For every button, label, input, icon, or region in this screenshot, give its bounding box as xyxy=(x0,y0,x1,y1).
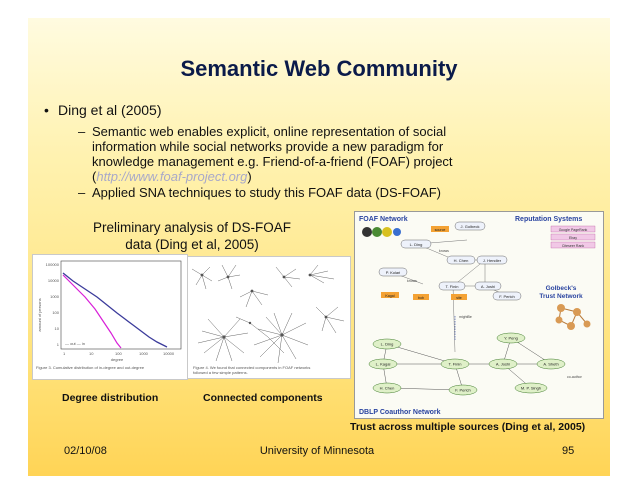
x-tick-label: 100 xyxy=(115,351,122,356)
foaf-node-label: H. Chen xyxy=(454,258,469,263)
bullet-ding: • Ding et al (2005) xyxy=(44,102,162,118)
in-degree-curve xyxy=(62,272,168,348)
figure-4-caption-line-1: Figure 4. We found that connected compon… xyxy=(193,365,310,370)
golbeck-label-line-2: Trust Network xyxy=(539,293,583,300)
rep-box xyxy=(550,241,596,249)
y-tick-label: 100 xyxy=(52,310,59,315)
sub-bullet-line-1: Semantic web enables explicit, online re… xyxy=(92,124,447,139)
dash-symbol: – xyxy=(78,124,86,139)
dblp-node-label: A. Sheth xyxy=(543,362,558,367)
slide-title: Semantic Web Community xyxy=(180,56,458,81)
footer-page-number: 95 xyxy=(562,445,575,457)
x-tick-label: 1 xyxy=(63,351,66,356)
rep-item: Google PageRank xyxy=(559,228,588,232)
prelim-line-2: data (Ding et al, 2005) xyxy=(125,237,259,252)
y-axis-label: amount of persons xyxy=(37,298,42,331)
edge-label: knows xyxy=(439,249,449,253)
foaf-node-label: A. Joshi xyxy=(481,284,495,289)
y-tick-label: 10000 xyxy=(48,278,60,283)
degree-distribution-plot: 100000 10000 1000 100 10 1 1 10 100 1000… xyxy=(36,260,182,370)
out-degree-curve xyxy=(62,274,122,349)
tag-label: site xyxy=(456,296,462,300)
sub-bullet-sna: – Applied SNA techniques to study this F… xyxy=(78,185,512,200)
foaf-node-label: J. Hendler xyxy=(483,258,502,263)
x-tick-label: 1000 xyxy=(139,351,149,356)
x-axis-label: degree xyxy=(111,357,124,362)
foaf-logo-circles xyxy=(362,227,401,237)
sub-bullet-sna-text: Applied SNA techniques to study this FOA… xyxy=(92,185,441,200)
golbeck-molecule xyxy=(555,304,591,330)
foaf-node-label: L. Ding xyxy=(410,242,423,247)
dblp-node-label: T. Finin xyxy=(449,362,462,367)
plot-frame xyxy=(60,260,182,350)
edge-label: mightBe xyxy=(459,315,472,319)
figure-3-caption: Figure 3. Cumulative distribution of in-… xyxy=(36,365,145,370)
bullet-text: Ding et al (2005) xyxy=(58,102,162,118)
foaf-network-label: FOAF Network xyxy=(359,216,408,223)
dblp-network-label: DBLP Coauthor Network xyxy=(359,409,441,416)
rep-box xyxy=(550,225,596,233)
dblp-edges xyxy=(382,337,552,391)
connected-components-figure: Figure 4. We found that connected compon… xyxy=(187,256,351,379)
sub-bullet-semantic-web: – Semantic web enables explicit, online … xyxy=(78,124,512,184)
footer-organization: University of Minnesota xyxy=(259,445,375,457)
y-tick-label: 10 xyxy=(55,326,60,331)
prelim-line-1: Preliminary analysis of DS-FOAF xyxy=(92,220,292,235)
figure-4-caption-line-2: followed a few simple patterns. xyxy=(193,370,248,375)
foaf-node-label: J. Golbeck xyxy=(461,224,480,229)
dblp-node-label: M. P. Singh xyxy=(521,386,541,391)
x-tick-label: 10000 xyxy=(163,351,175,356)
paren-close: ) xyxy=(247,169,252,184)
foaf-node-label: F. Perich xyxy=(499,294,515,299)
coauthor-label: co-author xyxy=(567,375,583,379)
paren-open: ( xyxy=(92,169,97,184)
trust-network-figure: FOAF Network Reputation Systems Google P… xyxy=(354,211,604,419)
dblp-node-label: Y. Peng xyxy=(504,336,518,341)
dblp-nodes xyxy=(368,332,566,396)
foaf-node-label: P. Kolari xyxy=(386,270,401,275)
sub-bullet-line-2: information while social networks provid… xyxy=(92,139,444,154)
edge-label: knows xyxy=(407,279,417,283)
foaf-link[interactable]: http://www.foaf-project.org xyxy=(96,169,248,184)
dblp-node-label: F. Perich xyxy=(455,388,471,393)
foaf-node-label: T. Finin xyxy=(446,284,459,289)
sub-bullet-line-3: knowledge management e.g. Friend-of-a-fr… xyxy=(92,154,453,169)
trust-network-diagram: FOAF Network Reputation Systems Google P… xyxy=(355,212,603,418)
rep-item: Ebay xyxy=(569,236,577,240)
sub-bullet-line-4: (http://www.foaf-project.org) xyxy=(92,169,512,184)
bullet-symbol: • xyxy=(44,102,49,118)
degree-distribution-caption: Degree distribution xyxy=(62,392,159,404)
footer-date: 02/10/08 xyxy=(64,445,107,457)
component-edges xyxy=(191,264,345,364)
rep-item: Citeseer Rank xyxy=(562,244,584,248)
dblp-node-label: A. Joshi xyxy=(496,362,510,367)
connected-components-caption: Connected components xyxy=(203,392,323,404)
reputation-systems-label: Reputation Systems xyxy=(515,216,582,223)
tag-label: bob xyxy=(418,296,424,300)
component-nodes xyxy=(200,273,328,339)
trust-caption: Trust across multiple sources (Ding et a… xyxy=(350,421,586,433)
degree-distribution-figure: 100000 10000 1000 100 10 1 1 10 100 1000… xyxy=(32,254,188,380)
foaf-nodes xyxy=(378,221,522,301)
tag-label: Kagal xyxy=(385,294,394,298)
plot-legend: — out — in xyxy=(65,341,85,346)
x-tick-label: 10 xyxy=(89,351,94,356)
preliminary-analysis-label: Preliminary analysis of DS-FOAF data (Di… xyxy=(82,219,302,253)
foaf-tags xyxy=(381,226,467,300)
y-tick-label: 1 xyxy=(57,342,60,347)
dash-symbol: – xyxy=(78,185,86,200)
dblp-node-label: L. Kagal xyxy=(376,362,391,367)
golbeck-label-line-1: Golbeck's xyxy=(546,285,577,292)
tag-label: source xyxy=(435,228,446,232)
components-graph: Figure 4. We found that connected compon… xyxy=(191,264,345,375)
y-tick-label: 1000 xyxy=(50,294,60,299)
dblp-node-label: H. Chen xyxy=(380,386,395,391)
y-tick-label: 100000 xyxy=(46,262,60,267)
rep-box xyxy=(550,233,596,241)
dblp-node-label: L. Ding xyxy=(381,342,394,347)
